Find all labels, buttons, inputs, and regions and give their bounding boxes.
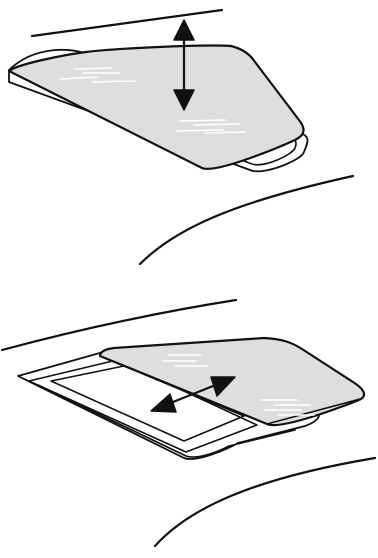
top-glare-5: [180, 120, 225, 121]
top-glare-4: [93, 81, 135, 82]
top-roof-edge: [32, 10, 222, 36]
top-glare-8: [205, 132, 245, 133]
bottom-body-curve: [155, 458, 375, 546]
slide-view: [2, 300, 375, 546]
top-glare-1: [75, 68, 111, 69]
tilt-view: [9, 10, 353, 264]
top-glare-7: [176, 130, 223, 131]
top-glare-6: [194, 124, 239, 125]
top-body-curve: [140, 176, 353, 264]
top-sunroof-glass-panel: [9, 46, 304, 169]
